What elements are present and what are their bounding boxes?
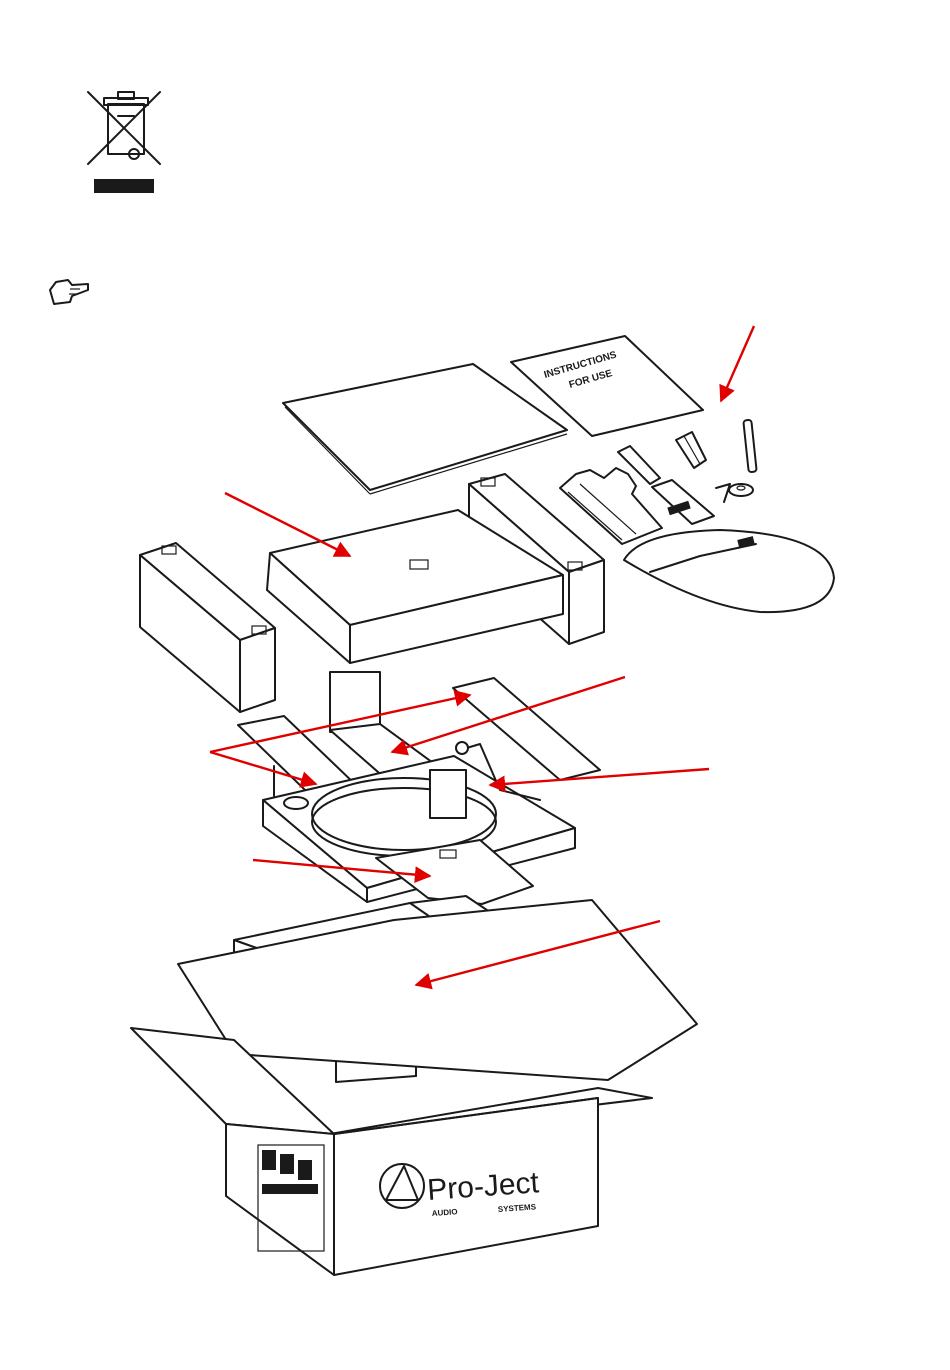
arrow-insert [392,677,625,752]
brand-sub-left: AUDIO [432,1207,458,1218]
crossed-out-wheelie-bin-icon [88,92,160,193]
left-foam-block [140,543,275,712]
arrow-accessories [721,326,754,401]
dust-cover-board [283,364,567,494]
arrow-tonearm [490,769,709,785]
cardboard-box: Pro-Ject AUDIO SYSTEMS [131,900,697,1275]
arrow-lid-box [225,493,350,556]
pointing-hand-icon [50,280,88,304]
